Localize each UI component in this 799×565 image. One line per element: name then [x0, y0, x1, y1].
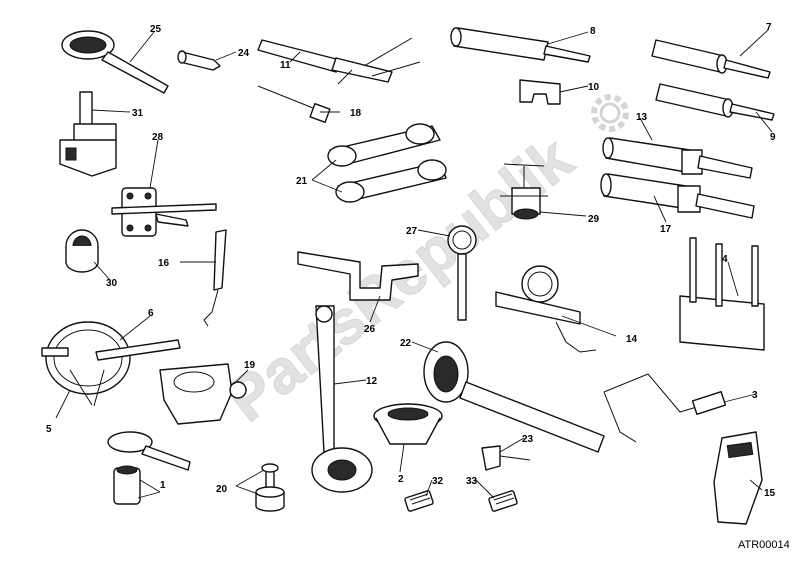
tool-19-housing	[159, 363, 247, 425]
callout-17: 17	[660, 224, 672, 235]
tool-18-rod	[257, 85, 331, 124]
tool-7-pin	[651, 39, 771, 79]
tool-29-press	[500, 163, 548, 220]
tool-16-probe	[203, 229, 227, 327]
tool-20-stand	[255, 463, 285, 512]
callout-18: 18	[350, 108, 362, 119]
tool-23-fitting	[481, 445, 531, 471]
tool-12-bar	[311, 305, 373, 493]
callout-8: 8	[590, 26, 596, 37]
tool-22-wrench	[423, 341, 605, 453]
tool-1-socket	[107, 431, 191, 505]
callout-1: 1	[160, 480, 166, 491]
tool-15-tester	[713, 431, 763, 525]
callout-10: 10	[588, 82, 600, 93]
callout-3: 3	[752, 390, 758, 401]
tool-8-sleeve	[450, 27, 591, 63]
callout-14: 14	[626, 334, 638, 345]
tool-2-cup	[373, 403, 443, 445]
tool-26-bracket	[297, 251, 419, 301]
tool-21-crankbar	[327, 123, 447, 203]
callout-13: 13	[636, 112, 648, 123]
callout-5: 5	[46, 424, 52, 435]
callout-11: 11	[280, 60, 291, 71]
callout-21: 21	[296, 176, 308, 187]
callout-23: 23	[522, 434, 534, 445]
tool-31-puller	[59, 91, 117, 177]
tool-5-6-degree-wheel	[41, 321, 181, 407]
callout-27: 27	[406, 226, 418, 237]
tool-4-block	[679, 237, 765, 351]
tool-17-pin	[600, 173, 755, 219]
diagram-code: ATR00014	[738, 539, 790, 551]
callout-4: 4	[722, 254, 728, 265]
tool-14-dial-base	[495, 265, 597, 353]
callout-26: 26	[364, 324, 376, 335]
tool-25-spanner	[61, 30, 169, 94]
callout-9: 9	[770, 132, 776, 143]
tool-3-hook	[603, 373, 727, 443]
tool-11-wrench	[257, 37, 421, 85]
callout-20: 20	[216, 484, 228, 495]
callout-6: 6	[148, 308, 154, 319]
callout-28: 28	[152, 132, 164, 143]
tool-24-pin	[177, 50, 221, 71]
callout-29: 29	[588, 214, 600, 225]
callout-32: 32	[432, 476, 444, 487]
callout-22: 22	[400, 338, 412, 349]
tool-32-stud	[404, 490, 434, 512]
callout-33: 33	[466, 476, 478, 487]
tool-13-pin	[602, 137, 753, 179]
tool-9-pin	[655, 83, 775, 121]
tool-10-shim	[519, 79, 561, 105]
callout-19: 19	[244, 360, 256, 371]
tool-27-dial-gauge	[447, 225, 477, 321]
callout-15: 15	[764, 488, 776, 499]
tool-30-ring	[65, 229, 99, 273]
gear-icon	[591, 94, 629, 132]
tool-28-holder	[111, 187, 217, 237]
leader-lines	[55, 29, 773, 499]
callout-2: 2	[398, 474, 404, 485]
tool-33-stud	[488, 490, 518, 512]
callout-24: 24	[238, 48, 250, 59]
callout-25: 25	[150, 24, 162, 35]
callout-labels: 1 2 3 4 5 6 7 8 9 10 11 12 13 14 15 16 1…	[46, 22, 776, 499]
callout-12: 12	[366, 376, 378, 387]
callout-31: 31	[132, 108, 144, 119]
callout-16: 16	[158, 258, 170, 269]
callout-7: 7	[766, 22, 772, 33]
callout-30: 30	[106, 278, 118, 289]
